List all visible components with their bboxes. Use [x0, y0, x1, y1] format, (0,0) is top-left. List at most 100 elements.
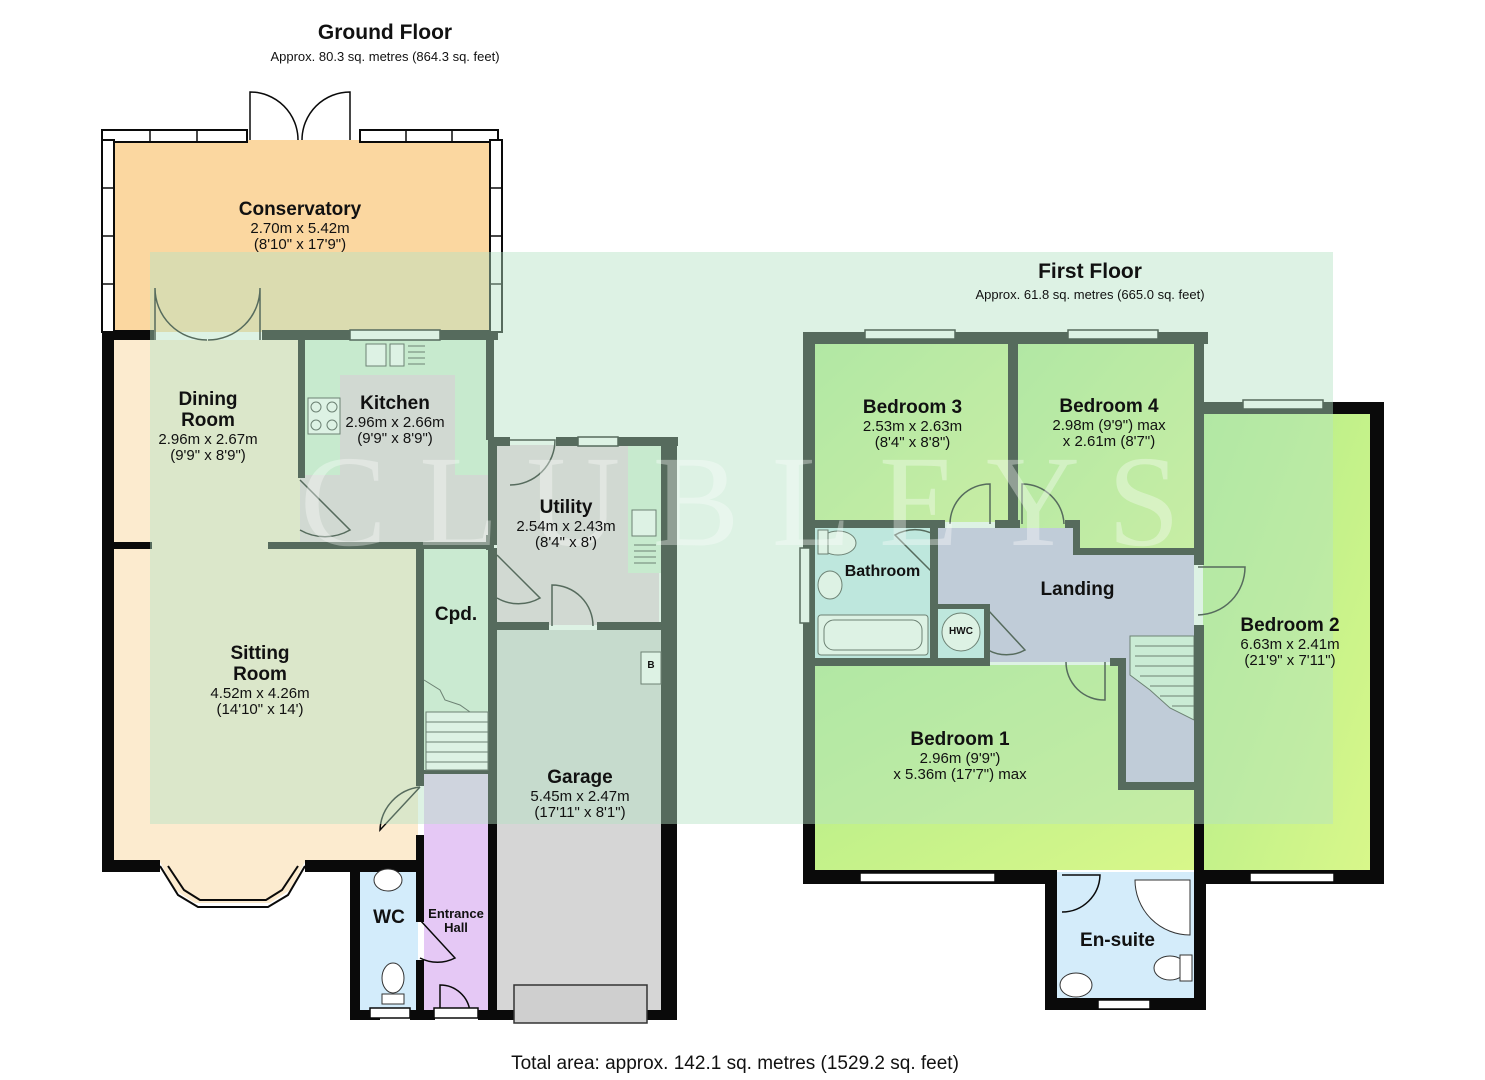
room-dims-imperial: (9'9" x 8'9"): [170, 447, 246, 465]
utility-hall-door: [496, 554, 542, 605]
wall-utility-garage-1: [497, 622, 549, 630]
wall-dining-sitting-left: [112, 542, 152, 549]
ensuite-label: En-suite: [1080, 930, 1155, 951]
room-name: Sitting Room: [230, 643, 290, 685]
ground-floor-area: Approx. 80.3 sq. metres (864.3 sq. feet): [270, 49, 500, 64]
kitchen-hob: [307, 397, 341, 435]
wall-b2-west-upper: [1194, 550, 1204, 565]
utility-worktop-fill: [628, 445, 661, 573]
room-dims-metric: 2.96m x 2.66m: [345, 413, 445, 431]
first-floor-area: Approx. 61.8 sq. metres (665.0 sq. feet): [975, 287, 1205, 302]
bedroom4-door: [1021, 483, 1065, 525]
utility-back-door: [509, 439, 556, 486]
bedroom4-fill: [1018, 344, 1196, 549]
bedroom1-label: Bedroom 1 2.96m (9'9") x 5.36m (17'7") m…: [860, 729, 1060, 784]
first-floor-doors: [893, 483, 1246, 913]
room-name: Bedroom 2: [1240, 615, 1340, 636]
hwc-label: HWC: [949, 626, 973, 637]
wall-bath-east: [930, 528, 938, 664]
french-door-right: [301, 91, 351, 141]
first-floor-windows: [799, 329, 1335, 1010]
sitting-hall-door: [379, 786, 421, 832]
room-name: Bedroom 4: [1059, 396, 1159, 417]
wall-b1-landing: [1118, 658, 1126, 788]
wall-ensuite-east: [1194, 870, 1206, 1010]
wall-ground-south-1: [350, 1010, 380, 1020]
entrance-hall-fill: [424, 773, 488, 1010]
hwc-cylinder: [941, 612, 981, 652]
bedroom3-label: Bedroom 3 2.53m x 2.63m (8'4" x 8'8"): [830, 397, 995, 452]
wall-b4-south-right: [1065, 520, 1077, 528]
bedroom2-door: [1197, 566, 1246, 616]
ground-floor-doors: [154, 91, 594, 1013]
wall-utility-north-1: [488, 437, 510, 446]
room-dims-metric: 4.52m x 4.26m: [210, 684, 310, 702]
wall-kitchen-east: [486, 340, 494, 440]
wall-wc-west: [350, 862, 360, 1020]
ground-stairs: [423, 679, 489, 771]
total-area: Total area: approx. 142.1 sq. metres (15…: [511, 1053, 959, 1074]
room-dims-metric: 2.53m x 2.63m: [862, 417, 963, 435]
wall-hall-garage-upper: [488, 440, 497, 545]
landing-fill: [938, 528, 1194, 782]
watermark-panel: [150, 252, 1333, 824]
bedroom2-fill: [1203, 412, 1370, 872]
boiler-label: B: [647, 660, 655, 671]
entrance-hall-label: Entrance Hall: [428, 906, 484, 936]
kitchen-fittings-fill: [305, 340, 488, 475]
room-dims-imperial: (8'4" x 8'): [535, 534, 597, 552]
bathroom-door: [893, 528, 936, 576]
wall-b3-south-left: [815, 520, 945, 528]
wall-dining-sitting-right: [268, 542, 308, 549]
conservatory-fill: [110, 140, 495, 332]
dining-room-label: Dining Room 2.96m x 2.67m (9'9" x 8'9"): [128, 389, 288, 465]
bathroom-fittings: [817, 529, 929, 656]
wc-label: WC: [373, 907, 405, 928]
utility-window: [577, 436, 619, 447]
dining-double-door-right: [207, 287, 261, 341]
wall-hwc-east: [984, 604, 990, 664]
wall-conservatory-south-mid: [262, 330, 352, 340]
sitting-room-fill: [112, 546, 418, 862]
wc-door: [419, 919, 457, 964]
room-dims-metric: 2.98m (9'9") max: [1052, 416, 1166, 434]
wall-utility-north-3: [618, 437, 678, 446]
room-dims-imperial: (14'10" x 14'): [216, 701, 304, 719]
hwc-door: [987, 609, 1027, 656]
wc-fittings: [373, 868, 405, 1005]
wall-ensuite-west: [1045, 870, 1057, 1010]
wall-b2-west: [1194, 625, 1204, 885]
utility-label: Utility 2.54m x 2.43m (8'4" x 8'): [495, 497, 637, 552]
wall-cupboard-bottom: [424, 770, 488, 774]
wall-wc-east-low: [416, 960, 424, 1020]
wall-conservatory-south-right: [440, 330, 498, 340]
room-dims-metric: 2.96m x 2.67m: [158, 430, 258, 448]
ground-floor-plan: [101, 91, 678, 1024]
wall-cupboard-top: [424, 545, 488, 549]
room-name: Utility: [539, 497, 593, 518]
wc-window: [369, 1007, 411, 1019]
wall-b2-east: [1370, 402, 1384, 884]
wall-b1-north: [1110, 658, 1125, 666]
bathroom-label: Bathroom: [844, 563, 921, 580]
ground-floor-title: Ground Floor: [317, 21, 453, 44]
wall-conservatory-south-left: [102, 330, 154, 340]
front-door: [439, 984, 471, 1013]
room-dims-imperial: x 5.36m (17'7") max: [893, 766, 1027, 784]
room-dims-metric: 2.70m x 5.42m: [250, 219, 350, 237]
utility-sink: [631, 509, 657, 564]
garage-fill: [497, 630, 661, 1010]
room-dims-imperial: (17'11" x 8'1"): [534, 804, 626, 822]
wall-ground-south-2: [410, 1010, 435, 1020]
wall-sitting-south-right: [305, 860, 418, 872]
french-door-left: [249, 91, 299, 141]
conservatory-window-mullions: [102, 130, 502, 285]
ensuite-door: [1061, 874, 1101, 913]
ensuite-fittings: [1059, 879, 1193, 998]
room-dims-metric: 2.96m (9'9"): [919, 749, 1001, 767]
dining-room-fill: [112, 340, 300, 546]
garage-door: [513, 984, 648, 1024]
wall-b3-south-right: [995, 520, 1020, 528]
conservatory-label: Conservatory 2.70m x 5.42m (8'10" x 17'9…: [200, 199, 400, 254]
